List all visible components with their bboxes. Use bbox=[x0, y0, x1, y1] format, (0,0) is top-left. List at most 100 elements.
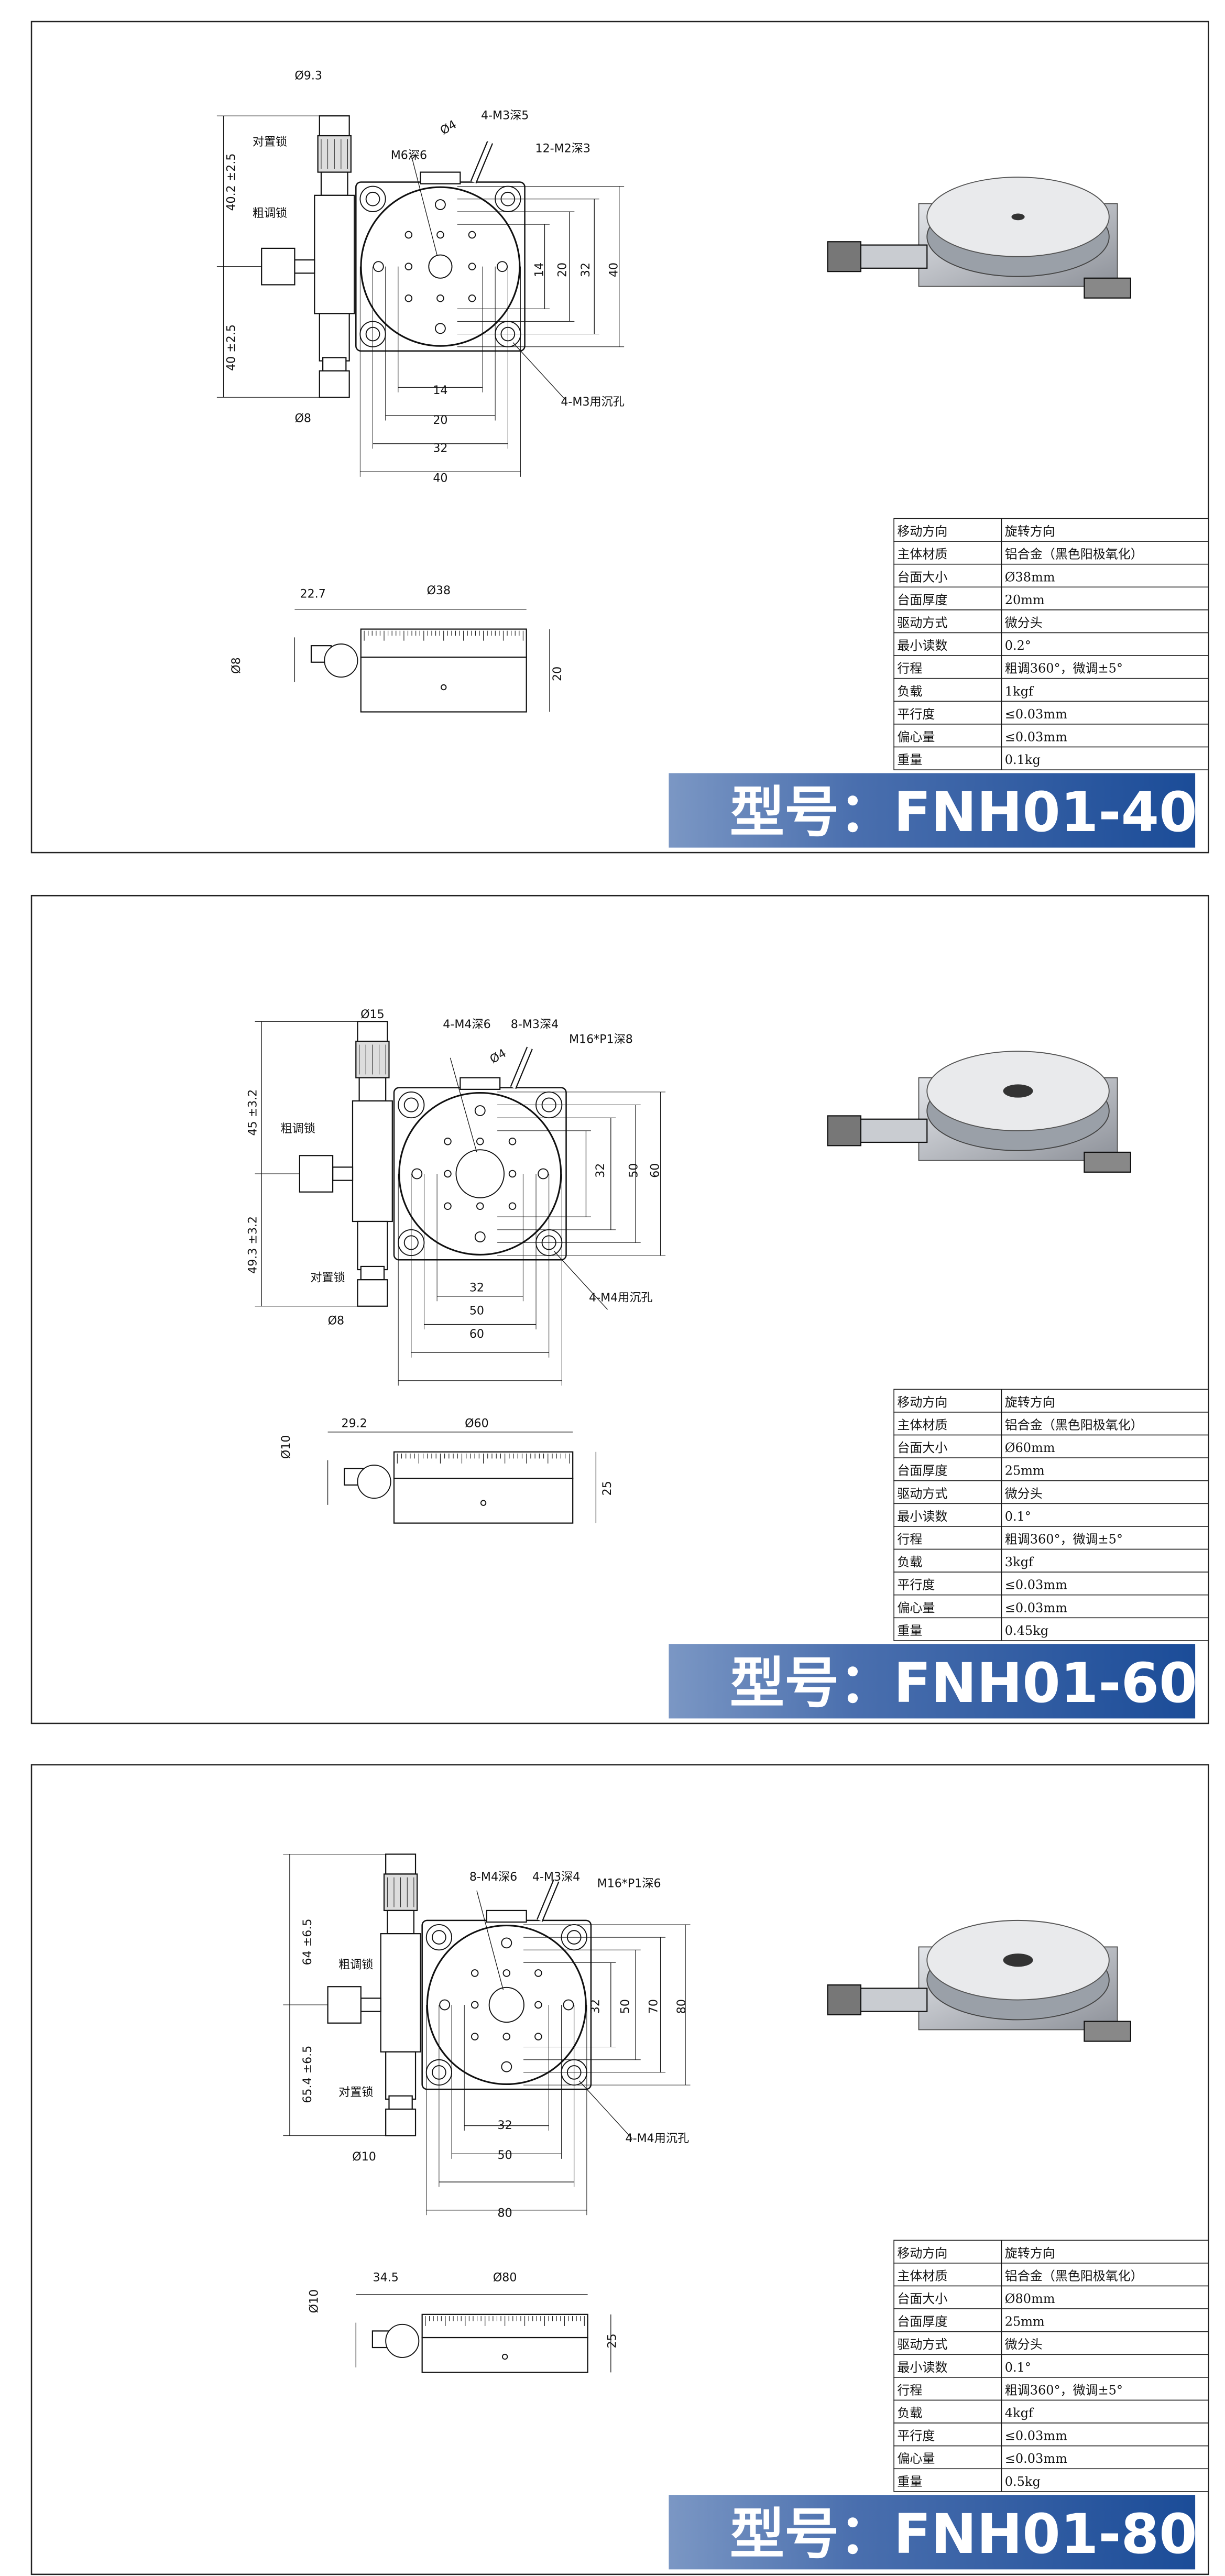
table-row: 主体材质铝合金（黑色阳极氧化） bbox=[893, 2263, 1209, 2287]
counterbore-hole-inner bbox=[432, 1930, 446, 1945]
spec-key: 驱动方式 bbox=[897, 615, 947, 630]
center-hole bbox=[428, 254, 453, 279]
tapped-hole bbox=[468, 294, 476, 302]
knob-3d bbox=[1084, 2021, 1131, 2042]
micrometer-body bbox=[352, 1100, 393, 1222]
spec-value: 微分头 bbox=[1005, 1486, 1043, 1501]
dimension-line bbox=[554, 1251, 608, 1310]
spec-value: 微分头 bbox=[1005, 615, 1043, 630]
tapped-hole bbox=[502, 2033, 511, 2040]
dimension-label: 34.5 bbox=[373, 2271, 399, 2285]
counterbore-hole-inner bbox=[403, 1097, 419, 1112]
tapped-hole bbox=[436, 294, 444, 302]
spec-value: 粗调360°，微调±5° bbox=[1005, 661, 1123, 676]
mount-hole bbox=[501, 1937, 512, 1949]
tapped-hole bbox=[404, 294, 413, 302]
table-row: 移动方向旋转方向 bbox=[893, 2240, 1209, 2264]
spec-value: 0.1° bbox=[1005, 2360, 1031, 2375]
dimension-label: 4-M4用沉孔 bbox=[589, 1291, 653, 1304]
dimension-label: 32 bbox=[579, 263, 593, 277]
table-cell bbox=[893, 2468, 1209, 2492]
mount-hole bbox=[434, 323, 446, 334]
spec-key: 主体材质 bbox=[897, 547, 947, 562]
spec-value: 粗调360°，微调±5° bbox=[1005, 1532, 1123, 1546]
dimension-line bbox=[410, 152, 438, 255]
model-title: 型号：FNH01-80 bbox=[730, 2502, 1197, 2566]
micrometer-end bbox=[385, 2323, 420, 2358]
table-row: 行程粗调360°，微调±5° bbox=[893, 1526, 1209, 1550]
thread bbox=[322, 357, 347, 372]
spec-value: 0.1kg bbox=[1005, 752, 1041, 767]
spec-value: 铝合金（黑色阳极氧化） bbox=[1005, 547, 1143, 562]
micrometer-sleeve bbox=[358, 1077, 387, 1102]
thread bbox=[360, 1265, 385, 1281]
dimension-label: 对置锁 bbox=[310, 1271, 345, 1284]
spec-value: 3kgf bbox=[1005, 1555, 1034, 1569]
table-cell bbox=[893, 1526, 1209, 1550]
table-row: 台面大小 Ø38mm bbox=[893, 563, 1209, 588]
dimension-label: 50 bbox=[619, 1999, 632, 2014]
spec-key: 台面厚度 bbox=[897, 1464, 947, 1478]
micrometer-3d bbox=[860, 244, 928, 269]
dimension-label: 29.2 bbox=[342, 1416, 367, 1430]
spec-key: 偏心量 bbox=[897, 1600, 935, 1615]
dimension-label: 20 bbox=[433, 413, 447, 427]
table-cell bbox=[893, 1457, 1209, 1481]
spec-value: ≤0.03mm bbox=[1005, 729, 1067, 744]
table-cell bbox=[893, 2445, 1209, 2470]
spec-key: 最小读数 bbox=[897, 2360, 947, 2375]
product-3d-render bbox=[827, 1051, 1131, 1173]
dimension-label: 粗调锁 bbox=[253, 206, 287, 220]
dimension-label: Ø10 bbox=[308, 2289, 321, 2313]
opposite-lock-knob bbox=[357, 1279, 388, 1307]
tapped-hole bbox=[476, 1202, 484, 1210]
table-row: 平行度≤0.03mm bbox=[893, 2422, 1209, 2447]
micrometer-cap bbox=[319, 115, 350, 137]
spec-value: Ø38mm bbox=[1005, 570, 1055, 584]
spec-key: 行程 bbox=[897, 2383, 922, 2397]
center-hole-3d bbox=[1003, 1084, 1033, 1098]
banner-background bbox=[669, 773, 1196, 848]
side-hole bbox=[480, 1500, 487, 1506]
spec-value: 旋转方向 bbox=[1005, 524, 1055, 539]
opposite-lock-knob bbox=[385, 2108, 417, 2136]
table-cell bbox=[893, 1548, 1209, 1573]
dimension-line bbox=[578, 2080, 633, 2140]
spec-key: 最小读数 bbox=[897, 1509, 947, 1524]
table-row: 偏心量≤0.03mm bbox=[893, 2445, 1209, 2470]
tapped-hole bbox=[404, 263, 413, 270]
spec-value: ≤0.03mm bbox=[1005, 2429, 1067, 2443]
angle-scale bbox=[486, 1909, 527, 1923]
dimension-label: 65.4 ±6.5 bbox=[301, 2046, 314, 2103]
tapped-hole bbox=[534, 2033, 542, 2040]
side-hole bbox=[501, 2353, 508, 2360]
tapped-hole bbox=[444, 1137, 452, 1145]
spec-key: 台面大小 bbox=[897, 570, 947, 584]
table-row: 偏心量≤0.03mm bbox=[893, 724, 1209, 748]
table-row: 驱动方式 微分头 bbox=[893, 609, 1209, 634]
table-cell bbox=[893, 678, 1209, 702]
micrometer-sleeve bbox=[320, 171, 348, 196]
table-cell bbox=[893, 541, 1209, 565]
dimension-label: 32 bbox=[498, 2119, 512, 2132]
dimension-label: 8-M3深4 bbox=[511, 1018, 559, 1031]
dimension-label: Ø60 bbox=[465, 1416, 489, 1430]
micrometer-cap bbox=[385, 1853, 417, 1875]
dimension-label: 40 bbox=[433, 471, 447, 485]
dimension-label: Ø9.3 bbox=[294, 69, 322, 83]
table-row: 行程粗调360°，微调±5° bbox=[893, 2377, 1209, 2401]
coarse-lock-knob bbox=[261, 247, 296, 286]
